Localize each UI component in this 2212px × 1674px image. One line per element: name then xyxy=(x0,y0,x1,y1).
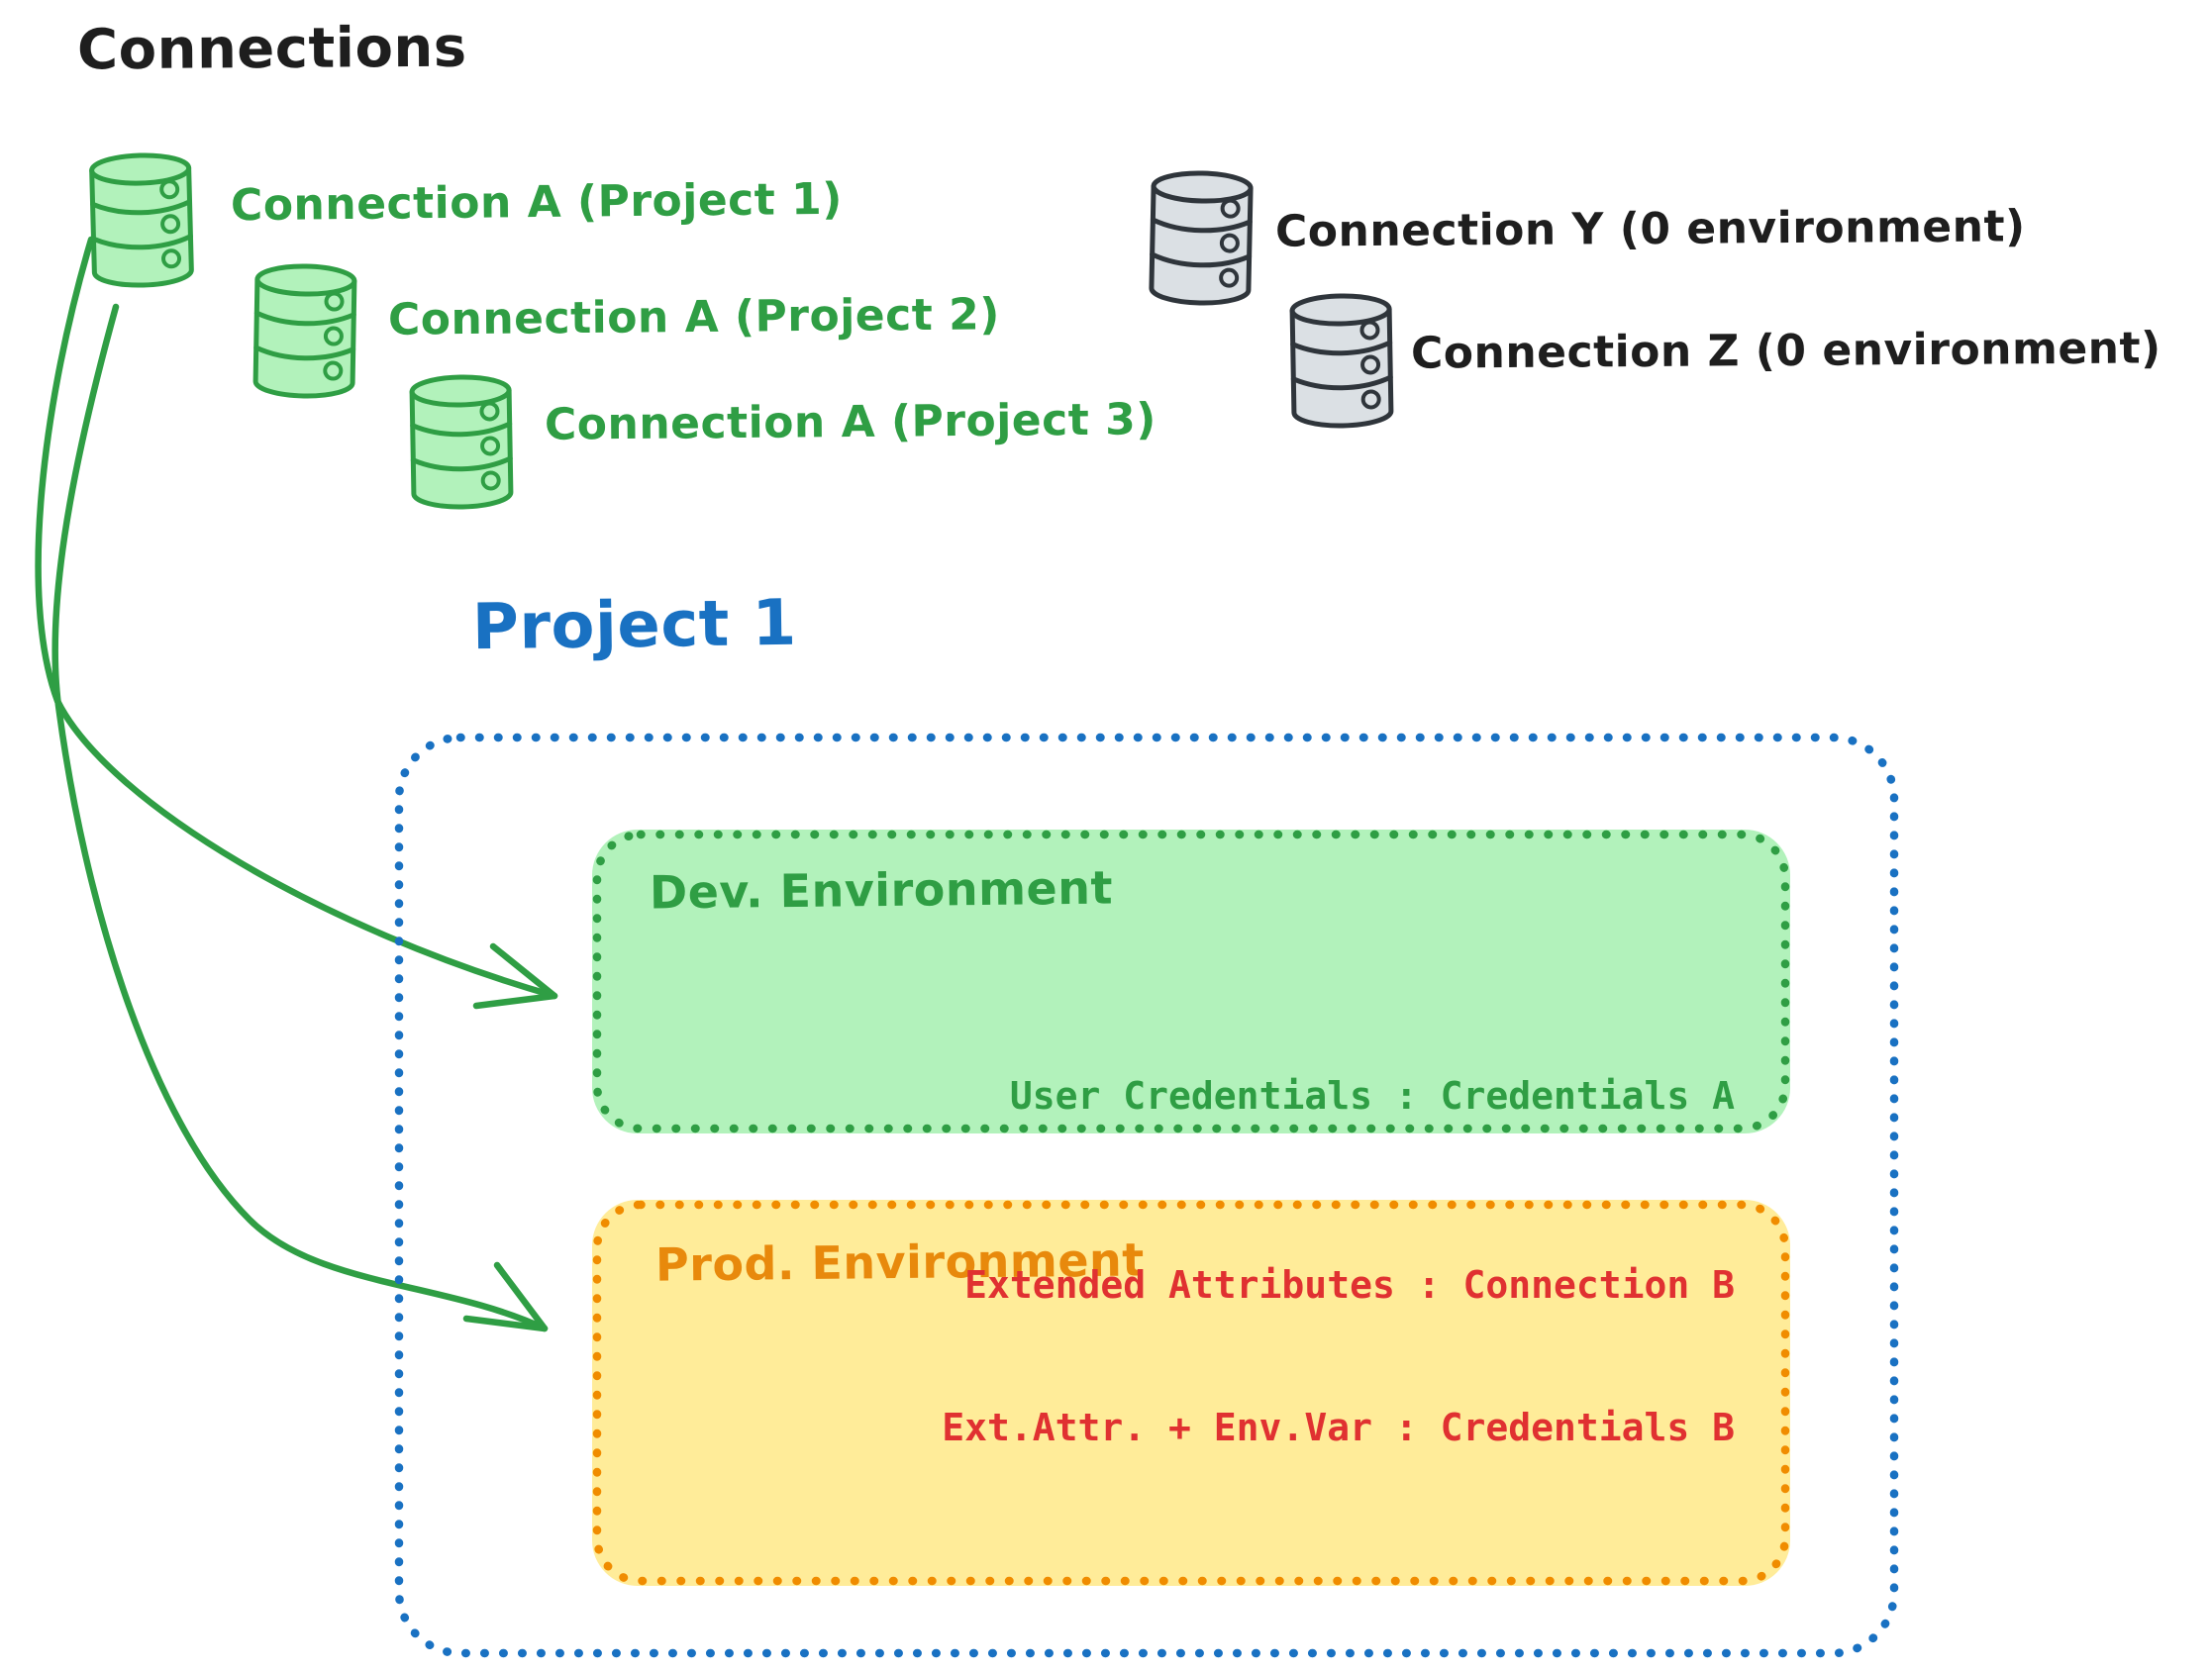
label-connection-y: Connection Y (0 environment) xyxy=(1274,201,2026,257)
prod-mapping-ext-attr-env-var: Ext.Attr. + Env.Var : Credentials B xyxy=(942,1406,1735,1449)
prod-mapping-extended-attributes: Extended Attributes : Connection B xyxy=(964,1263,1735,1307)
dev-environment-title: Dev. Environment xyxy=(649,860,1114,920)
database-icon-connection-a-project-3 xyxy=(403,369,520,515)
dev-environment-box: Dev. Environment User Credentials : Cred… xyxy=(592,830,1790,1133)
prod-mappings: Extended Attributes : Connection B Ext.A… xyxy=(942,1166,1735,1546)
database-icon-connection-a-project-2 xyxy=(247,258,363,404)
database-icon-connection-z xyxy=(1283,288,1400,434)
label-connection-a-project-1: Connection A (Project 1) xyxy=(230,173,844,232)
label-connection-z: Connection Z (0 environment) xyxy=(1410,323,2162,379)
prod-environment-box: Prod. Environment Extended Attributes : … xyxy=(592,1200,1790,1586)
dev-credentials-mapping: User Credentials : Credentials A xyxy=(1009,1074,1735,1118)
database-icon-connection-a-project-1 xyxy=(82,148,200,294)
label-connection-a-project-3: Connection A (Project 3) xyxy=(544,394,1157,450)
label-connection-a-project-2: Connection A (Project 2) xyxy=(387,289,1001,345)
database-icon-connection-y xyxy=(1142,165,1258,311)
project-1-title: Project 1 xyxy=(471,586,798,665)
connections-heading: Connections xyxy=(76,15,467,83)
